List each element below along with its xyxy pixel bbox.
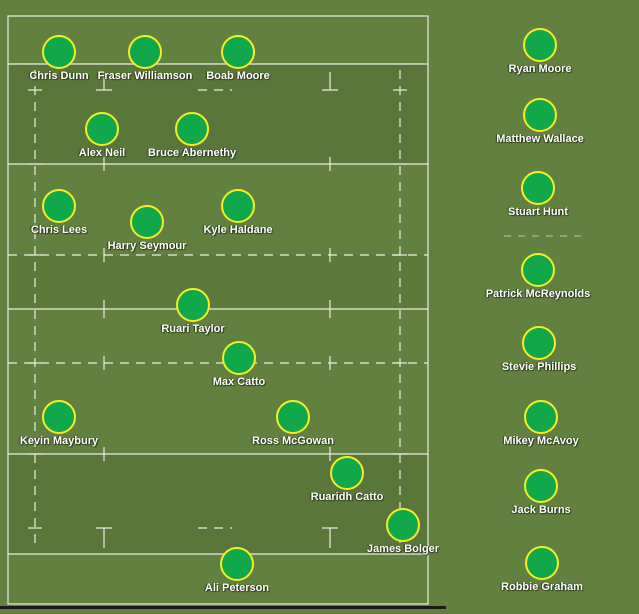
bottom-divider bbox=[0, 606, 446, 609]
player-name: Fraser Williamson bbox=[97, 70, 193, 82]
player-circle-icon bbox=[521, 171, 555, 205]
pitch-boundary bbox=[7, 15, 429, 605]
player-name: Mikey McAvoy bbox=[503, 435, 579, 447]
pitch-band bbox=[8, 64, 428, 164]
pitch-band bbox=[8, 164, 428, 255]
player-circle-icon bbox=[524, 469, 558, 503]
pitch-band bbox=[8, 454, 428, 554]
player-circle-icon bbox=[176, 288, 210, 322]
player-circle-icon bbox=[523, 28, 557, 62]
player-name: Kyle Haldane bbox=[203, 224, 273, 236]
player-circle-icon bbox=[175, 112, 209, 146]
player-name: Stuart Hunt bbox=[508, 206, 568, 218]
player-circle-icon bbox=[386, 508, 420, 542]
player-name: Patrick McReynolds bbox=[485, 288, 591, 300]
pitch-band bbox=[8, 554, 428, 604]
player-circle-icon bbox=[221, 189, 255, 223]
player-circle-icon bbox=[222, 341, 256, 375]
player-name: Ross McGowan bbox=[252, 435, 334, 447]
player-name: Robbie Graham bbox=[501, 581, 583, 593]
player-name: Jack Burns bbox=[511, 504, 571, 516]
player-circle-icon bbox=[42, 35, 76, 69]
player-name: Ruari Taylor bbox=[161, 323, 225, 335]
player-name: Alex Neil bbox=[78, 147, 126, 159]
player-name: Chris Dunn bbox=[29, 70, 89, 82]
player-circle-icon bbox=[524, 400, 558, 434]
player-circle-icon bbox=[522, 326, 556, 360]
player-circle-icon bbox=[521, 253, 555, 287]
player-name: Ruaridh Catto bbox=[310, 491, 384, 503]
player-name: Max Catto bbox=[212, 376, 266, 388]
player-circle-icon bbox=[523, 98, 557, 132]
player-name: Matthew Wallace bbox=[496, 133, 584, 145]
player-name: Boab Moore bbox=[206, 70, 270, 82]
player-name: Harry Seymour bbox=[107, 240, 187, 252]
player-circle-icon bbox=[130, 205, 164, 239]
player-name: Chris Lees bbox=[30, 224, 88, 236]
player-circle-icon bbox=[42, 400, 76, 434]
player-name: Bruce Abernethy bbox=[147, 147, 237, 159]
player-circle-icon bbox=[220, 547, 254, 581]
player-name: James Bolger bbox=[366, 543, 440, 555]
player-circle-icon bbox=[42, 189, 76, 223]
pitch-band bbox=[8, 255, 428, 309]
player-name: Ryan Moore bbox=[508, 63, 572, 75]
player-circle-icon bbox=[525, 546, 559, 580]
player-circle-icon bbox=[221, 35, 255, 69]
pitch-band bbox=[8, 309, 428, 363]
pitch-band bbox=[8, 363, 428, 454]
player-name: Stevie Phillips bbox=[501, 361, 577, 373]
player-circle-icon bbox=[276, 400, 310, 434]
player-circle-icon bbox=[128, 35, 162, 69]
player-circle-icon bbox=[330, 456, 364, 490]
player-circle-icon bbox=[85, 112, 119, 146]
player-name: Ali Peterson bbox=[204, 582, 270, 594]
pitch-band bbox=[8, 16, 428, 64]
player-name: Kevin Maybury bbox=[19, 435, 99, 447]
